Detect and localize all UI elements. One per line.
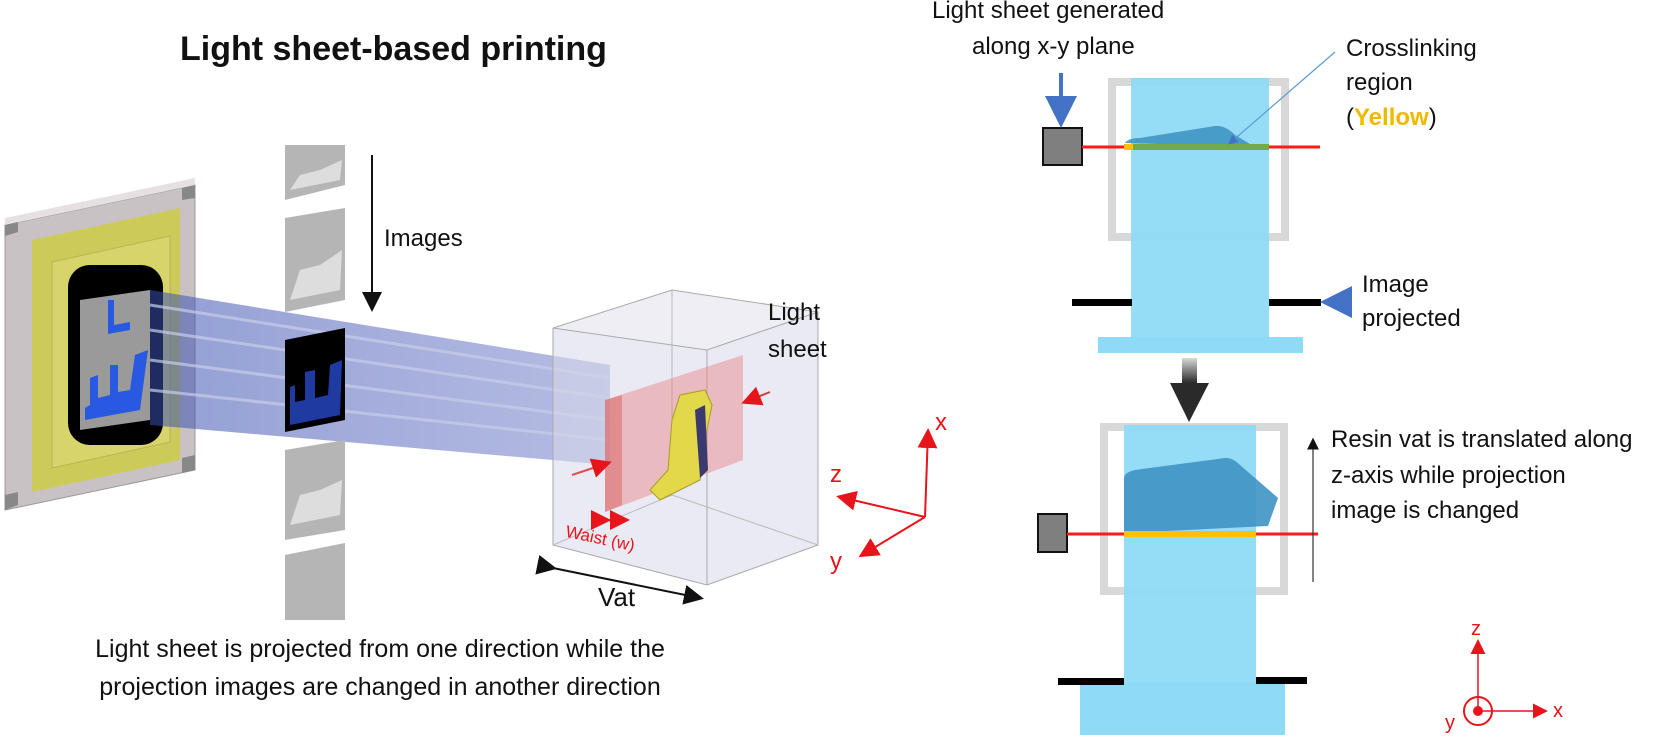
y-axis-arrow — [858, 516, 926, 558]
left-axis-z-label: z — [830, 461, 842, 488]
light-sheet-arrow-right — [741, 386, 771, 406]
top-label-line1: Light sheet generated — [932, 0, 1165, 24]
vat-dimension-arrow — [535, 555, 704, 605]
right-axis-x-label: x — [1553, 700, 1563, 722]
resin-label-line1: Resin vat is translated along — [1331, 426, 1633, 453]
z-axis-arrow — [836, 490, 926, 518]
light-sheet-label-line2: sheet — [768, 336, 827, 363]
image-projected-line2: projected — [1362, 305, 1461, 332]
left-axis-x-label: x — [935, 409, 947, 436]
caption-line1: Light sheet is projected from one direct… — [95, 635, 665, 663]
left-axis-y-label: y — [830, 548, 842, 575]
projection-image-strip — [285, 145, 345, 620]
crosslink-label-line1: Crosslinking — [1346, 35, 1477, 62]
projection-beams — [149, 290, 611, 465]
right-top-diagram — [1042, 51, 1352, 353]
light-source-box-top — [1042, 127, 1083, 166]
resin-label-line2: z-axis while projection — [1331, 462, 1566, 489]
resin-label-line3: image is changed — [1331, 497, 1520, 524]
yellow-highlight: Yellow — [1354, 104, 1429, 131]
image-projected-line1: Image — [1362, 271, 1429, 298]
y-axis-out-of-page-icon — [1463, 696, 1493, 726]
transition-arrow — [1170, 358, 1209, 422]
left-title: Light sheet-based printing — [180, 30, 607, 68]
crosslink-label-line3: (Yellow) — [1346, 104, 1437, 131]
right-bottom-diagram — [1037, 423, 1319, 735]
crosslink-label-line2: region — [1346, 69, 1413, 96]
left-axes — [836, 428, 938, 558]
light-sheet-label-line1: Light — [768, 299, 821, 326]
top-label-line2: along x-y plane — [972, 33, 1135, 60]
x-axis-arrow — [917, 428, 938, 518]
caption-line2: projection images are changed in another… — [99, 673, 661, 701]
printed-part — [649, 389, 713, 501]
images-label: Images — [384, 225, 463, 252]
projector-device — [4, 178, 196, 511]
light-source-box-bottom — [1037, 513, 1068, 553]
left-caption: Light sheet is projected from one direct… — [30, 630, 730, 706]
vat-label: Vat — [598, 582, 636, 612]
light-sheet-arrow-left — [571, 458, 612, 478]
right-axes — [1463, 639, 1548, 726]
right-axis-z-label: z — [1471, 618, 1481, 640]
right-axis-y-label: y — [1445, 712, 1455, 734]
